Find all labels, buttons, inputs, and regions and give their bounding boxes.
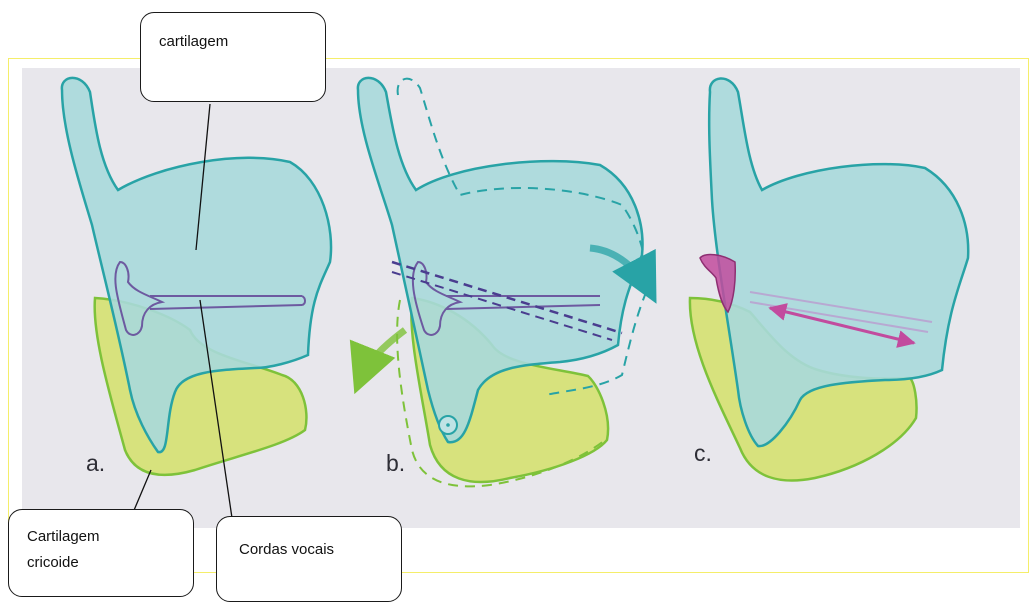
panel-label-b: b.	[386, 450, 405, 477]
callout-cartilagem-cricoide-line2: cricoide	[27, 550, 193, 576]
panel-b-pivot-center	[446, 423, 450, 427]
callout-cartilagem-cricoide: Cartilagem cricoide	[8, 509, 194, 597]
panel-label-a: a.	[86, 450, 105, 477]
callout-cordas-vocais: Cordas vocais	[216, 516, 402, 602]
callout-cartilagem: cartilagem	[140, 12, 326, 102]
callout-cartilagem-text: cartilagem	[159, 29, 325, 55]
panel-b-drawing	[358, 78, 652, 487]
panel-c-drawing	[690, 78, 968, 480]
panel-a-drawing	[62, 78, 331, 475]
callout-cartilagem-cricoide-line1: Cartilagem	[27, 524, 193, 550]
callout-cordas-vocais-text: Cordas vocais	[239, 537, 401, 563]
panel-label-c: c.	[694, 440, 712, 467]
